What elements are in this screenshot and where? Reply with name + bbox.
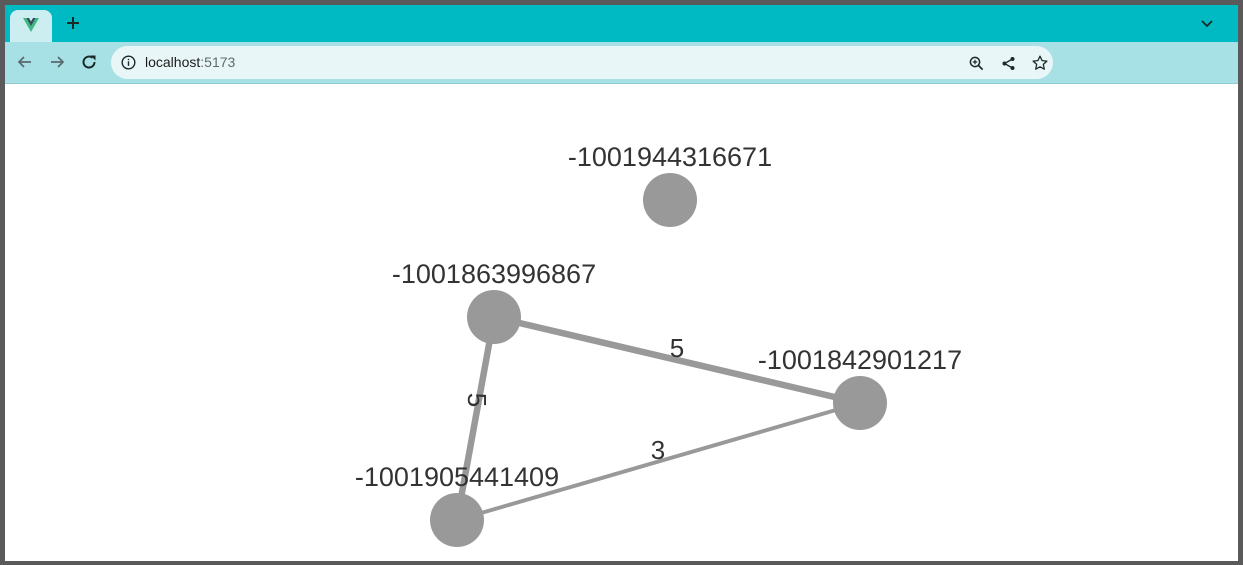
tab-search-button[interactable]: [1196, 13, 1218, 35]
edge-weight-label: 3: [651, 435, 665, 465]
url-text[interactable]: localhost:5173: [145, 54, 235, 71]
node-label: -1001905441409: [355, 462, 559, 492]
url-host: localhost: [145, 54, 201, 70]
info-icon[interactable]: [121, 55, 136, 70]
edge-weight-label: 5: [462, 393, 492, 407]
graph-edge[interactable]: [490, 313, 864, 407]
zoom-button[interactable]: [965, 52, 987, 74]
graph-edge[interactable]: [453, 313, 498, 524]
page-content: 5 5 3 -1001944316671 -1001863996867 -10018429…: [5, 84, 1238, 561]
graph-node[interactable]: [430, 493, 484, 547]
star-icon: [1032, 55, 1048, 70]
forward-button[interactable]: [46, 51, 68, 73]
browser-window: localhost:5173: [5, 5, 1238, 561]
share-button[interactable]: [997, 52, 1019, 74]
graph-labels: 5 5 3 -1001944316671 -1001863996867 -10018429…: [355, 142, 962, 492]
zoom-icon: [969, 56, 983, 70]
browser-toolbar: localhost:5173: [5, 42, 1238, 84]
graph-node[interactable]: [643, 173, 697, 227]
graph-node[interactable]: [467, 290, 521, 344]
bookmark-button[interactable]: [1029, 52, 1051, 74]
share-icon: [1002, 56, 1014, 70]
node-label: -1001842901217: [758, 345, 962, 375]
network-graph[interactable]: 5 5 3 -1001944316671 -1001863996867 -10018429…: [5, 84, 1238, 561]
back-button[interactable]: [14, 51, 36, 73]
arrow-right-icon: [51, 56, 65, 68]
reload-icon: [82, 55, 96, 69]
arrow-left-icon: [17, 56, 31, 68]
graph-edges: [453, 313, 864, 524]
browser-tab[interactable]: [10, 10, 52, 42]
new-tab-button[interactable]: [61, 11, 85, 35]
graph-node[interactable]: [833, 376, 887, 430]
plus-icon: [67, 17, 79, 29]
chevron-down-icon: [1201, 20, 1213, 28]
graph-edge[interactable]: [455, 401, 862, 522]
vue-logo-icon: [23, 18, 39, 32]
reload-button[interactable]: [78, 51, 100, 73]
node-label: -1001863996867: [392, 259, 596, 289]
node-label: -1001944316671: [568, 142, 772, 172]
graph-nodes: [430, 173, 887, 547]
edge-weight-label: 5: [670, 333, 684, 363]
address-bar[interactable]: localhost:5173: [111, 46, 1053, 79]
url-port: :5173: [200, 54, 236, 70]
tab-strip: [5, 5, 1238, 42]
